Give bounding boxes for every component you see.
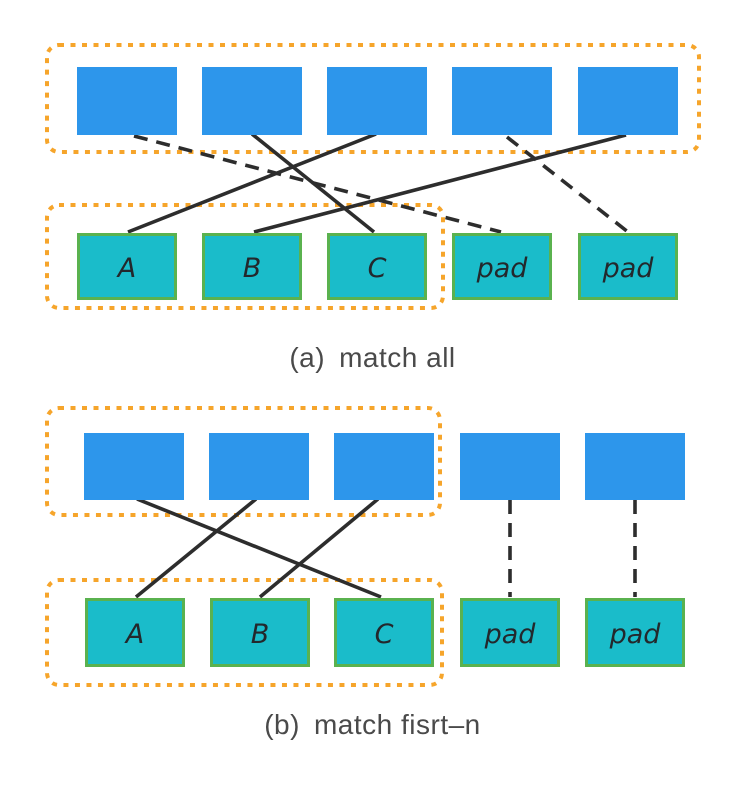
a-label-B: B: [242, 253, 262, 284]
caption-b-label: match fisrt–n: [313, 709, 481, 740]
caption-a: (a) match all: [0, 342, 745, 374]
caption-b-prefix: (b): [264, 709, 300, 740]
a-top-box-1: [77, 67, 177, 135]
b-edge-top1-C: [136, 497, 382, 599]
a-top-box-2: [202, 67, 302, 135]
b-label-B: B: [250, 619, 270, 650]
caption-a-label: match all: [339, 342, 456, 373]
caption-b: (b) match fisrt–n: [0, 709, 745, 741]
a-edge-top4-pad2: [505, 135, 630, 234]
a-edge-top3-A: [127, 132, 377, 234]
b-top-box-3: [334, 433, 434, 500]
b-top-box-2: [209, 433, 309, 500]
a-edge-top2-C: [250, 132, 376, 234]
a-edge-top5-B: [253, 133, 627, 234]
a-bottom-box-A: A: [77, 233, 177, 300]
b-edge-top3-B: [258, 497, 380, 599]
a-bottom-box-pad1: pad: [452, 233, 552, 300]
b-bottom-box-B: B: [210, 598, 310, 667]
b-label-pad2: pad: [609, 619, 661, 650]
a-top-box-4: [452, 67, 552, 135]
b-top-box-5: [585, 433, 685, 500]
a-top-box-5: [578, 67, 678, 135]
b-bottom-box-pad1: pad: [460, 598, 560, 667]
a-label-pad1: pad: [476, 253, 528, 284]
b-top-box-1: [84, 433, 184, 500]
a-edge-top1-pad1: [133, 134, 502, 234]
b-edge-top2-A: [134, 497, 258, 599]
a-bottom-box-C: C: [327, 233, 427, 300]
a-label-A: A: [117, 253, 137, 284]
b-label-pad1: pad: [484, 619, 536, 650]
b-bottom-box-pad2: pad: [585, 598, 685, 667]
a-label-C: C: [367, 253, 387, 284]
b-label-C: C: [374, 619, 394, 650]
b-top-box-4: [460, 433, 560, 500]
b-bottom-box-C: C: [334, 598, 434, 667]
a-bottom-box-B: B: [202, 233, 302, 300]
a-label-pad2: pad: [602, 253, 654, 284]
b-bottom-box-A: A: [85, 598, 185, 667]
caption-a-prefix: (a): [289, 342, 326, 373]
a-bottom-box-pad2: pad: [578, 233, 678, 300]
b-label-A: A: [125, 619, 145, 650]
a-top-box-3: [327, 67, 427, 135]
